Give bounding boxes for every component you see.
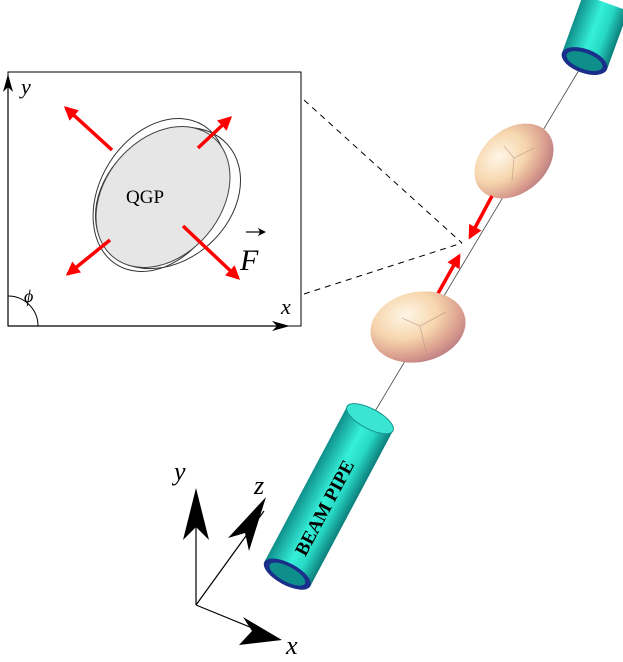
projection-line-bottom: [303, 242, 463, 295]
force-label-text: F: [239, 244, 259, 277]
phi-arc: [7, 295, 39, 327]
axis3d-z-label: z: [253, 471, 264, 500]
upper-nucleus: [474, 123, 554, 199]
force-arrow-upper-right: [196, 116, 233, 150]
upper-nucleus-seams: [503, 145, 535, 181]
axis3d-x-arrowhead: [239, 617, 282, 645]
inset-x-arrowhead: [272, 321, 290, 331]
axis3d-z-arrowhead: [228, 497, 266, 551]
beam-pipe-opening: [269, 562, 306, 586]
inset-x-label: x: [280, 294, 291, 319]
lower-nucleus-seams: [401, 311, 447, 353]
qgp-label: QGP: [126, 187, 164, 208]
force-arrow-upper-left: [63, 106, 114, 152]
beam-arrow-downward: [468, 195, 494, 240]
top-pipe-opening: [566, 51, 603, 71]
lower-nucleus: [370, 291, 466, 363]
projection-line-top: [303, 99, 463, 244]
force-vector-head: [258, 228, 266, 236]
beam-pipe: BEAM PIPE: [263, 403, 394, 590]
axes-3d: y z x: [171, 457, 298, 660]
force-label: F: [239, 228, 266, 277]
axis3d-y-label: y: [171, 457, 186, 486]
beam-arrow-upward: [434, 253, 461, 298]
beam-pipe-body: [264, 406, 393, 587]
inset-panel: y x ϕ QGP F: [3, 71, 302, 331]
beam-pipe-top-cap: [346, 403, 394, 435]
inset-y-arrowhead: [3, 74, 13, 92]
lower-nucleus-body: [370, 291, 466, 363]
inset-y-label: y: [19, 74, 31, 99]
axis3d-y-arrowhead: [183, 488, 209, 540]
force-arrow-lower-left: [65, 238, 112, 276]
phi-label: ϕ: [24, 286, 33, 306]
force-arrow-lower-right: [181, 224, 241, 280]
qgp-region: [95, 126, 231, 268]
top-beam-pipe: [561, 0, 623, 75]
axis3d-x-label: x: [285, 631, 298, 660]
